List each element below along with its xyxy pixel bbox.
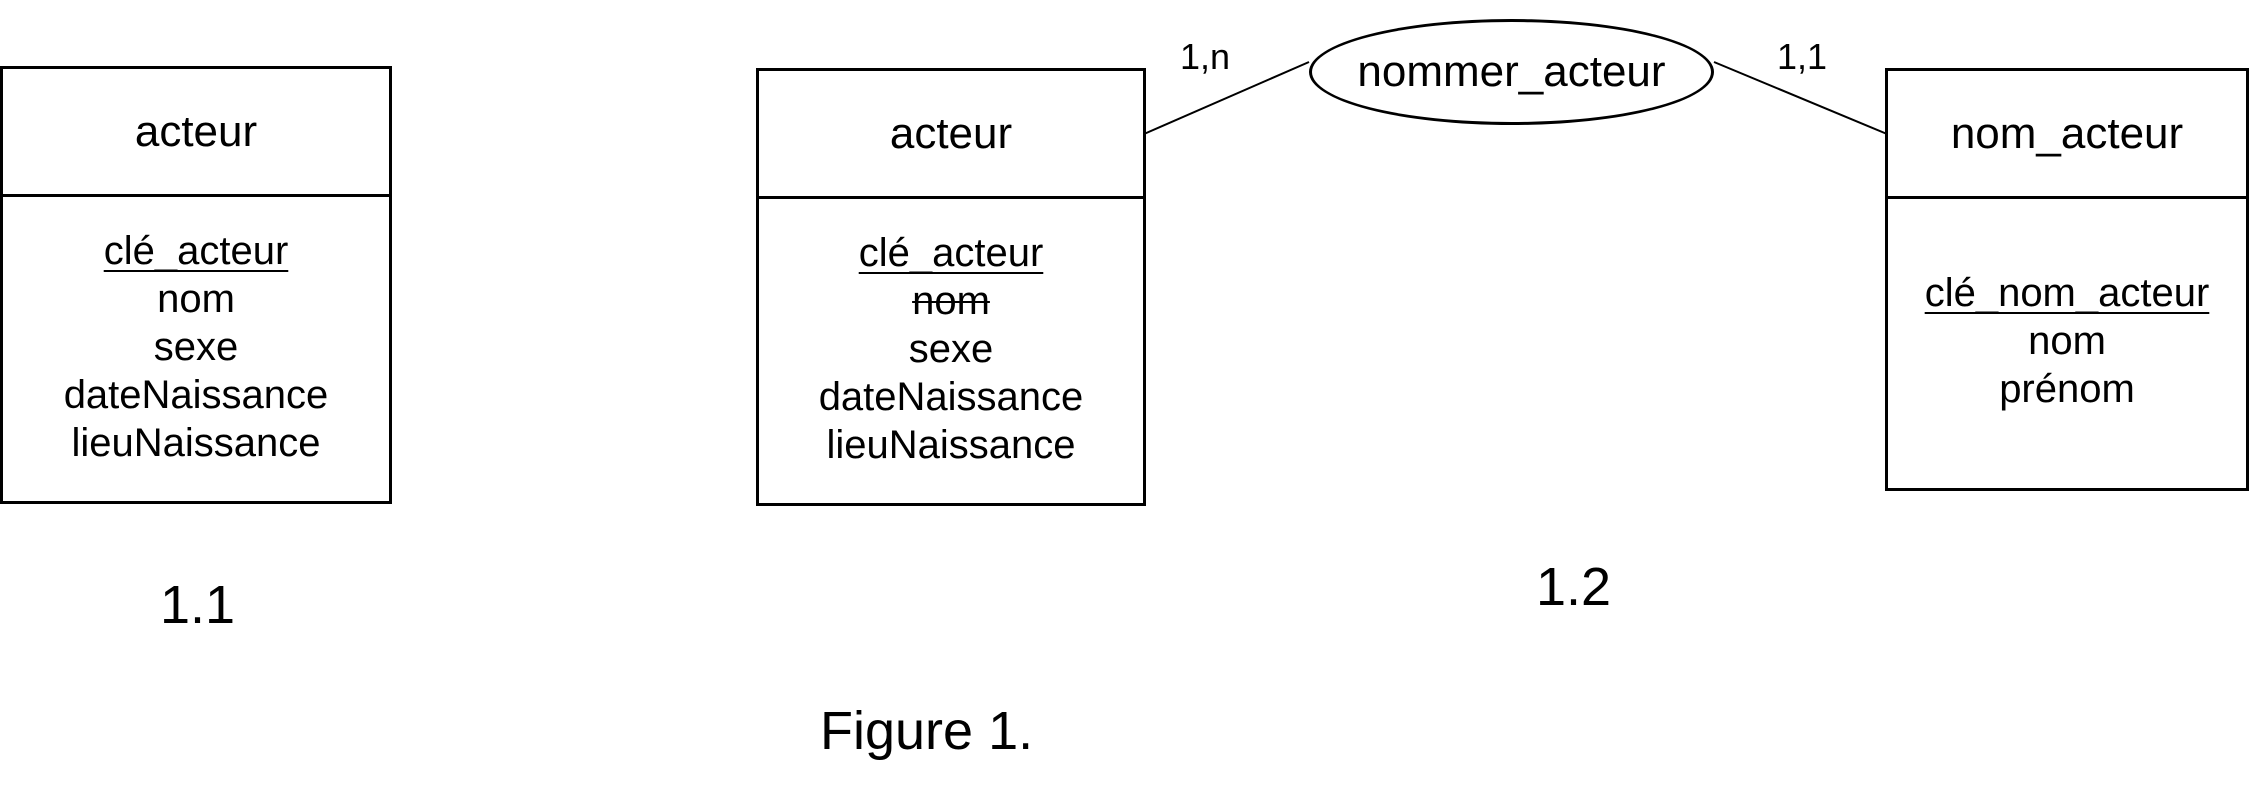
association-label: nommer_acteur (1357, 47, 1666, 96)
link-acteur-nommer-acteur (1143, 61, 1310, 135)
entity-acteur-1-2: acteur clé_acteur nom sexe dateNaissance… (756, 68, 1146, 506)
caption-1-1: 1.1 (160, 575, 236, 635)
attribute-primary-key: clé_acteur (858, 231, 1044, 275)
entity-title: nom_acteur (1888, 71, 2246, 199)
entity-nom-acteur: nom_acteur clé_nom_acteur nom prénom (1885, 68, 2249, 491)
link-nommer-acteur-nom-acteur (1713, 61, 1888, 135)
attribute: dateNaissance (818, 375, 1084, 419)
attribute: lieuNaissance (826, 423, 1076, 467)
cardinality-left: 1,n (1180, 36, 1231, 77)
attribute: nom (2028, 319, 2106, 363)
cardinality-right: 1,1 (1777, 36, 1828, 77)
figure-caption: Figure 1. (820, 701, 1034, 761)
attribute-struck-through: nom (912, 279, 990, 323)
attribute: prénom (1999, 367, 2135, 411)
attribute: lieuNaissance (71, 421, 321, 465)
entity-title: acteur (759, 71, 1143, 199)
entity-attributes: clé_acteur nom sexe dateNaissance lieuNa… (759, 199, 1143, 503)
entity-title: acteur (3, 69, 389, 197)
attribute: sexe (153, 325, 239, 369)
attribute: nom (157, 277, 235, 321)
attribute-primary-key: clé_nom_acteur (1924, 271, 2210, 315)
attribute-primary-key: clé_acteur (103, 229, 289, 273)
association-nommer-acteur: nommer_acteur (1309, 19, 1714, 125)
caption-1-2: 1.2 (1536, 557, 1612, 617)
entity-attributes: clé_nom_acteur nom prénom (1888, 199, 2246, 488)
attribute: sexe (908, 327, 994, 371)
entity-acteur-1-1: acteur clé_acteur nom sexe dateNaissance… (0, 66, 392, 504)
entity-attributes: clé_acteur nom sexe dateNaissance lieuNa… (3, 197, 389, 501)
attribute: dateNaissance (63, 373, 329, 417)
